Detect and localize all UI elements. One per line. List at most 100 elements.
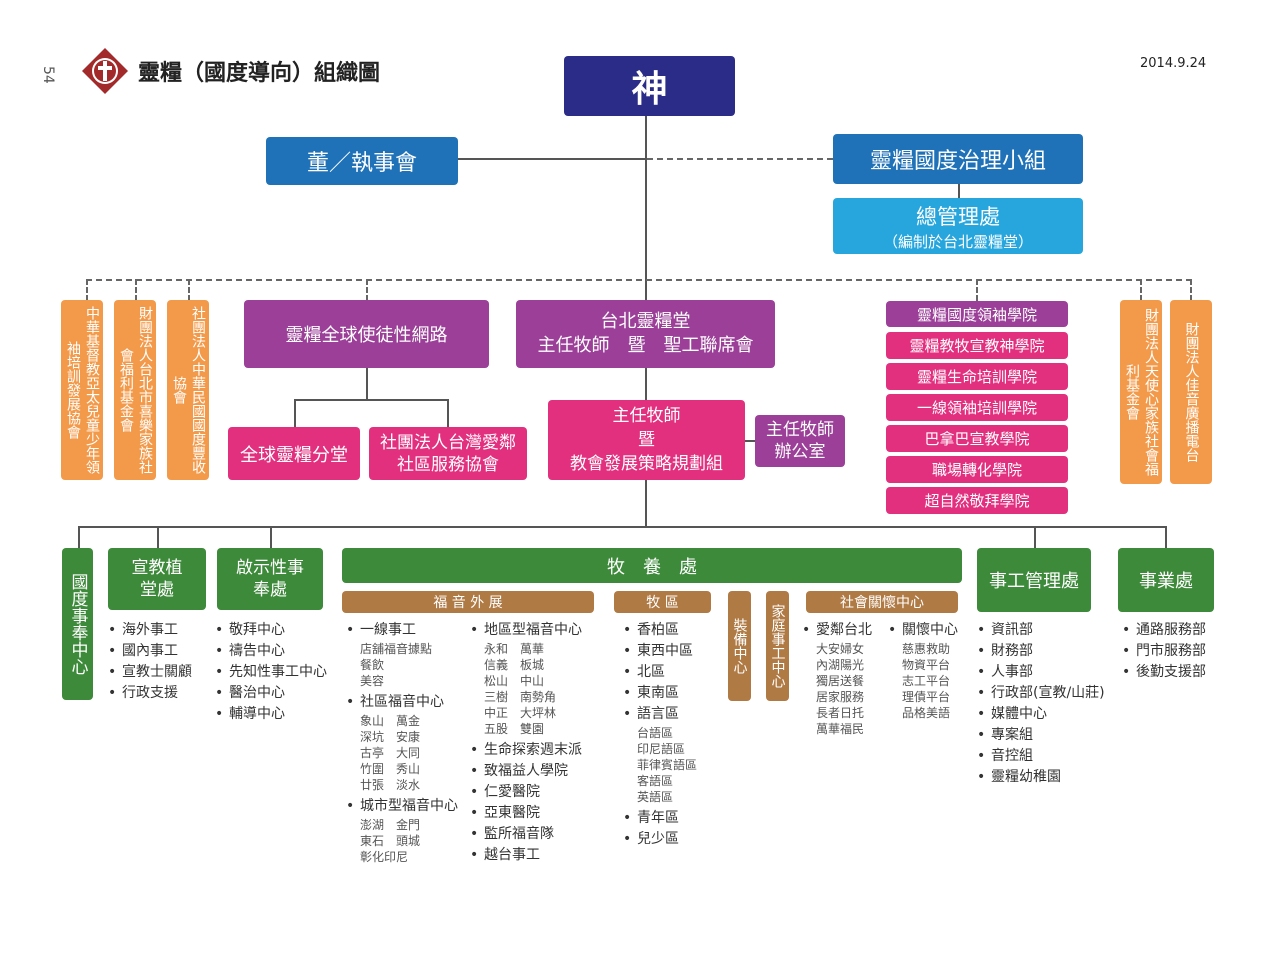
family-center-label: 家庭事工中心 [769,604,786,688]
governance-label: 靈糧國度治理小組 [869,149,1046,174]
list-item: 香柏區 [623,622,723,638]
prophetic-list: 敬拜中心 禱告中心 先知性事工中心 醫治中心 輔導中心 [215,622,340,727]
item-name: 地區型福音中心 [484,622,582,638]
district-list: 香柏區 東西中區 北區 東南區 語言區 台語區 印尼語區 菲律賓語區 客語區 英… [623,622,723,852]
school-label: 巴拿巴宣教學院 [924,430,1030,448]
list-item: 先知性事工中心 [215,664,340,680]
evangelism-list-1: 一線事工 店舖福音據點 餐飲 美容 社區福音中心 象山 萬金 深坑 安康 古亭 … [346,622,466,870]
pastor-office-box: 主任牧師辦公室 [755,415,845,467]
dashed-connector [976,279,978,301]
taipei-church-box: 台北靈糧堂 主任牧師 暨 聖工聯席會 [516,300,775,368]
taiwan-love-box: 社團法人台灣愛鄰社區服務協會 [369,427,527,480]
list-item: 宣教士關顧 [108,664,218,680]
school-box: 靈糧教牧宣教神學院 [886,332,1068,359]
ministry-list: 資訊部 財務部 人事部 行政部(宣教/山莊) 媒體中心 專案組 音控組 靈糧幼稚… [977,622,1117,790]
list-item: 青年區 [623,810,723,826]
list-item: 仁愛醫院 [470,784,600,800]
pastoral-dept-title: 牧 養 處 [607,556,697,578]
prophetic-dept-box: 啟示性事奉處 [217,548,323,610]
taipei-line2: 主任牧師 暨 聖工聯席會 [537,335,754,356]
ministry-dept-title: 事工管理處 [989,571,1079,592]
org-box-asia-youth: 中華基督教亞太兒童少年領袖培訓發展協會 [61,300,103,480]
mission-list: 海外事工 國內事工 宣教士關顧 行政支援 [108,622,218,706]
evangelism-list-2: 地區型福音中心 永和 萬華 信義 板城 松山 中山 三樹 南勢角 中正 大坪林 … [470,622,600,868]
list-item: 媒體中心 [977,706,1117,722]
list-item: 致福益人學院 [470,763,600,779]
pastor-office-label: 主任牧師辦公室 [766,420,834,462]
list-item: 醫治中心 [215,685,340,701]
global-branch-label: 全球靈糧分堂 [240,444,348,466]
list-item: 國內事工 [108,643,218,659]
list-item: 關懷中心 [888,622,973,638]
admin-title: 總管理處 [916,204,1000,229]
global-branch-box: 全球靈糧分堂 [228,427,360,480]
list-item: 專案組 [977,727,1117,743]
district-header: 牧 區 [614,591,711,613]
date-label: 2014.9.24 [1140,56,1207,71]
connector [78,526,1166,528]
item-name: 語言區 [637,706,679,722]
org-label: 財團法人佳音廣播電台 [1183,322,1200,462]
board-box: 董／執事會 [266,137,458,185]
dashed-connector [1190,279,1192,301]
cross-logo-icon [82,48,128,94]
strategy-line2: 暨 [638,430,655,450]
list-item: 門市服務部 [1122,643,1232,659]
equip-center-box: 裝備中心 [728,591,751,701]
list-item: 一線事工 [346,622,466,638]
list-item: 海外事工 [108,622,218,638]
evangelism-header: 福 音 外 展 [342,591,594,613]
list-item: 音控組 [977,748,1117,764]
social-title: 社會關懷中心 [840,595,924,611]
org-label: 財團法人台北市喜樂家族社會福利基金會 [118,306,153,474]
item-sub: 台語區 印尼語區 菲律賓語區 客語區 英語區 [637,726,698,804]
mission-dept-title: 宣教植堂處 [131,558,183,600]
connector [1034,526,1036,548]
list-item: 北區 [623,664,723,680]
list-item: 敬拜中心 [215,622,340,638]
kingdom-center-box: 國度事奉中心 [62,548,93,700]
social-list-2: 關懷中心 慈惠救助 物資平台 志工平台 理債平台 品格美語 [888,622,973,726]
list-item: 禱告中心 [215,643,340,659]
list-item: 語言區 [623,706,723,722]
admin-subtitle: （編制於台北靈糧堂） [882,232,1033,251]
connector [745,440,755,442]
connector [366,368,368,400]
taiwan-love-label: 社團法人台灣愛鄰社區服務協會 [380,432,516,475]
list-item: 靈糧幼稚園 [977,769,1117,785]
org-label: 社團法人中華民國國度豐收協會 [171,306,206,474]
pastoral-dept-box: 牧 養 處 [342,548,962,583]
list-item: 監所福音隊 [470,826,600,842]
social-list-1: 愛鄰台北 大安婦女 內湖陽光 獨居送餐 居家服務 長者日托 萬華福民 [802,622,887,742]
school-label: 職場轉化學院 [931,461,1022,479]
item-name: 社區福音中心 [360,694,444,710]
board-label: 董／執事會 [306,151,417,176]
dashed-connector [86,279,88,301]
list-item: 行政支援 [108,685,218,701]
dashed-connector [188,279,190,301]
dashed-connector [647,158,833,160]
god-label: 神 [631,69,668,110]
school-box: 超自然敬拜學院 [886,487,1068,514]
org-box-angel-heart: 財團法人天使心家族社會福利基金會 [1120,300,1162,484]
list-item: 東南區 [623,685,723,701]
prophetic-dept-title: 啟示性事奉處 [236,558,304,600]
page-number: 54 [40,66,56,84]
item-name: 城市型福音中心 [360,798,458,814]
list-item: 東西中區 [623,643,723,659]
connector [157,526,159,548]
org-label: 財團法人天使心家族社會福利基金會 [1124,308,1159,476]
connector [447,399,449,427]
item-sub: 大安婦女 內湖陽光 獨居送餐 居家服務 長者日托 萬華福民 [816,642,865,736]
item-name: 關懷中心 [902,622,958,638]
list-item: 財務部 [977,643,1117,659]
item-name: 愛鄰台北 [816,622,872,638]
social-header: 社會關懷中心 [806,591,958,613]
dashed-connector [1140,279,1142,301]
connector [1165,526,1167,548]
dashed-connector [135,279,137,301]
dashed-connector [86,279,1192,281]
god-box: 神 [564,56,735,116]
dashed-connector [366,279,368,301]
school-label: 靈糧國度領袖學院 [916,305,1037,324]
